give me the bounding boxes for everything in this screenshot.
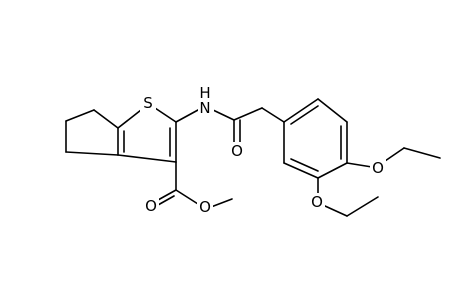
bond (117, 154, 177, 163)
bond (283, 162, 319, 179)
bond (346, 196, 379, 217)
amide-hydrogen-label: H (199, 84, 210, 102)
bond (290, 105, 319, 125)
amide-oxygen-label: O (231, 142, 243, 160)
ester-ether-oxygen-label: O (199, 198, 211, 216)
bond (175, 109, 199, 123)
bond (93, 109, 119, 129)
bond (324, 205, 348, 217)
bond (157, 195, 175, 206)
bond (175, 189, 199, 205)
bond (117, 109, 142, 129)
bond (346, 162, 373, 168)
amide-nh: H N (198, 84, 214, 124)
bond (212, 109, 235, 121)
atom-labels: S H N O O O O (140, 84, 386, 218)
bond (283, 98, 319, 123)
ester-ether-oxygen-atom: O (197, 198, 213, 218)
bond (65, 151, 119, 156)
ethoxy-oxygen-3-label: O (311, 193, 323, 211)
bond (290, 158, 319, 172)
amide-nitrogen-label: N (199, 99, 210, 117)
bond (317, 98, 348, 123)
bond (233, 107, 263, 121)
bond (403, 147, 441, 159)
ethoxy-oxygen-4-label: O (372, 159, 384, 177)
bond-lines (65, 98, 441, 217)
bond (157, 189, 177, 201)
amide-oxygen-atom: O (229, 142, 245, 162)
bond (384, 147, 405, 162)
ester-carbonyl-oxygen-label: O (145, 197, 157, 215)
ethoxy-oxygen-4-atom: O (370, 159, 386, 179)
sulfur-label: S (143, 94, 153, 112)
bond (154, 107, 177, 123)
bond (261, 107, 285, 123)
bond (317, 162, 348, 179)
ester-carbonyl-oxygen-atom: O (143, 197, 159, 217)
bond (210, 198, 233, 208)
sulfur-atom: S (140, 94, 156, 114)
ethoxy-oxygen-3-atom: O (309, 193, 325, 213)
bond (65, 109, 95, 122)
